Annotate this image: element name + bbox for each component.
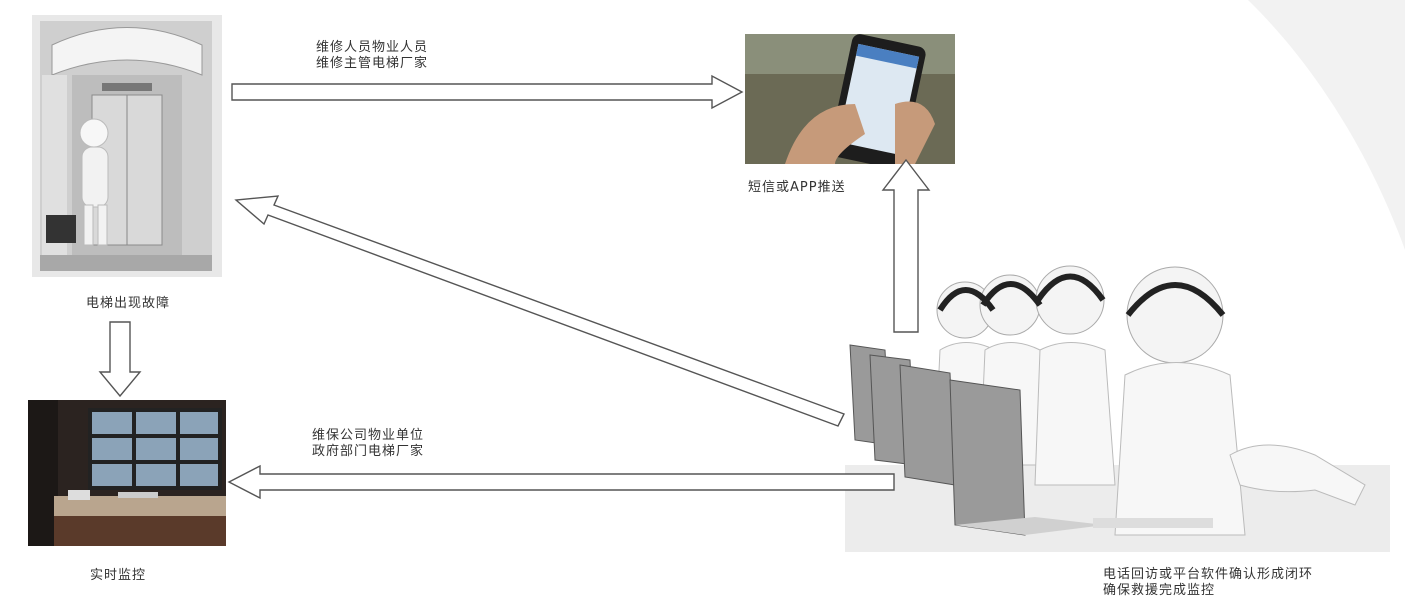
fault-caption: 电梯出现故障	[86, 296, 171, 311]
phone-push-image	[745, 34, 955, 164]
push-caption: 短信或APP推送	[748, 180, 846, 195]
monitor-caption: 实时监控	[90, 568, 147, 583]
arrow-callcenter-to-fault	[234, 195, 845, 427]
call-center-image	[845, 255, 1390, 552]
arrow-fault-to-push	[231, 74, 744, 110]
edge-fault-push-line2: 维修主管电梯厂家	[316, 56, 429, 71]
callcenter-caption-line2: 确保救援完成监控	[1103, 583, 1216, 598]
arrow-callcenter-to-push	[881, 158, 931, 333]
elevator-fault-image	[32, 15, 222, 277]
arrow-fault-to-monitor	[98, 321, 142, 398]
callcenter-caption-line1: 电话回访或平台软件确认形成闭环	[1103, 567, 1314, 582]
edge-callcenter-monitor-line1: 维保公司物业单位	[312, 428, 425, 443]
monitoring-room-image	[28, 400, 226, 546]
arrow-callcenter-to-monitor	[227, 464, 895, 500]
edge-fault-push-line1: 维修人员物业人员	[316, 40, 429, 55]
edge-callcenter-monitor-line2: 政府部门电梯厂家	[312, 444, 425, 459]
